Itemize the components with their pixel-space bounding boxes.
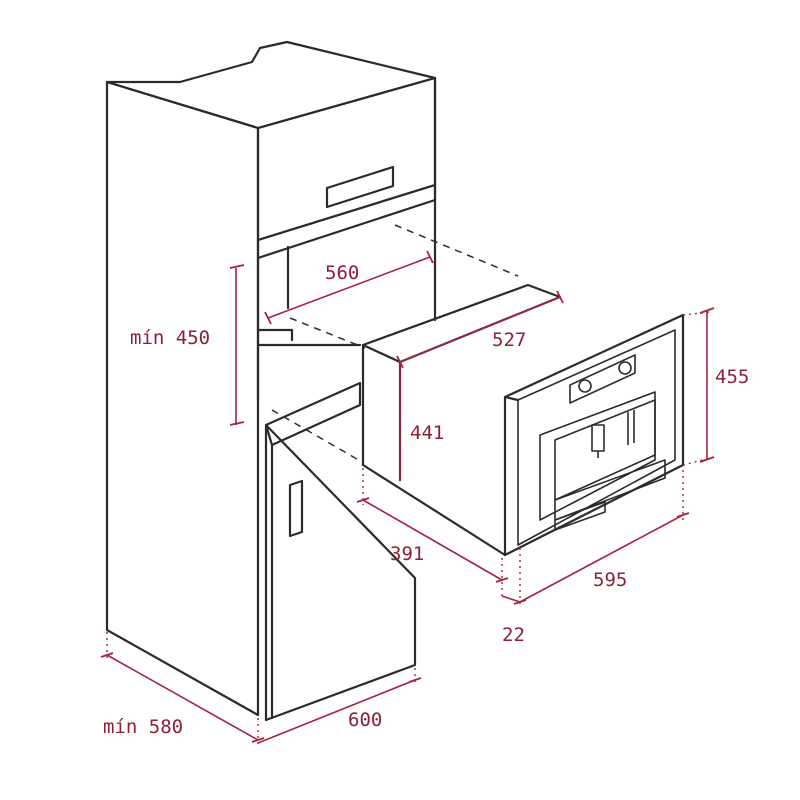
label-top-depth: 527 [492,329,526,351]
guide-line-mid [289,317,366,349]
dim-line-580 [106,654,259,741]
cabinet-top [105,40,437,130]
lower-door-handle [288,479,304,538]
ext-line [682,311,711,316]
label-front-height: 455 [715,366,749,388]
lower-door-top [264,381,362,447]
dim-line-600 [257,679,416,744]
coffee-machine [361,283,685,557]
guide-line-top [394,224,519,277]
label-niche-width: 560 [325,262,359,284]
dim-tick [229,264,245,269]
drip-tray-front [554,501,606,531]
niche-top-edge [256,183,437,260]
dim-line-22 [501,595,521,603]
dim-tick [100,652,114,658]
label-cabinet-width: 600 [348,709,382,731]
brew-recess [554,399,656,501]
label-cabinet-depth: mín 580 [103,716,183,738]
dim-line-391 [362,499,503,581]
ext-line [682,457,711,466]
dim-tick [264,311,272,325]
dim-line-527 [399,296,561,363]
dim-tick [699,456,715,463]
right-knob-icon [618,361,632,375]
dim-tick [356,497,370,503]
dim-tick [408,677,422,683]
dim-tick [699,307,715,314]
left-knob-icon [578,379,592,393]
tall-cabinet [105,40,437,722]
upper-door-handle [325,165,395,209]
machine-top [361,283,562,364]
dim-tick [495,577,509,583]
label-depth: 391 [390,543,424,565]
control-panel [569,354,636,404]
dim-tick [229,421,245,426]
dimension-lines [100,250,715,748]
dim-line-595 [519,514,684,603]
dim-tick [426,250,434,264]
upper-door [256,76,437,242]
label-niche-height: mín 450 [130,327,210,349]
frame-corner [503,395,520,402]
label-front-thickness: 22 [502,624,525,646]
dim-tick [556,290,564,304]
dimension-labels: 560 mín 450 527 441 391 595 22 455 mín 5… [103,262,749,738]
brew-compartment [539,391,656,521]
drip-tray [554,459,666,521]
lower-door [264,423,417,722]
label-inner-height: 441 [410,422,444,444]
label-front-width: 595 [593,569,627,591]
front-frame [503,313,685,557]
dim-line-560 [267,256,431,319]
guide-lines [271,224,519,463]
dim-tick [251,737,265,743]
coffee-spout-icon [591,424,605,452]
front-frame-inner [517,329,676,546]
dim-tick [676,512,690,518]
niche-shelf-edge [256,328,294,342]
machine-bottom-edge [361,463,507,557]
guide-line-bottom [271,409,363,463]
